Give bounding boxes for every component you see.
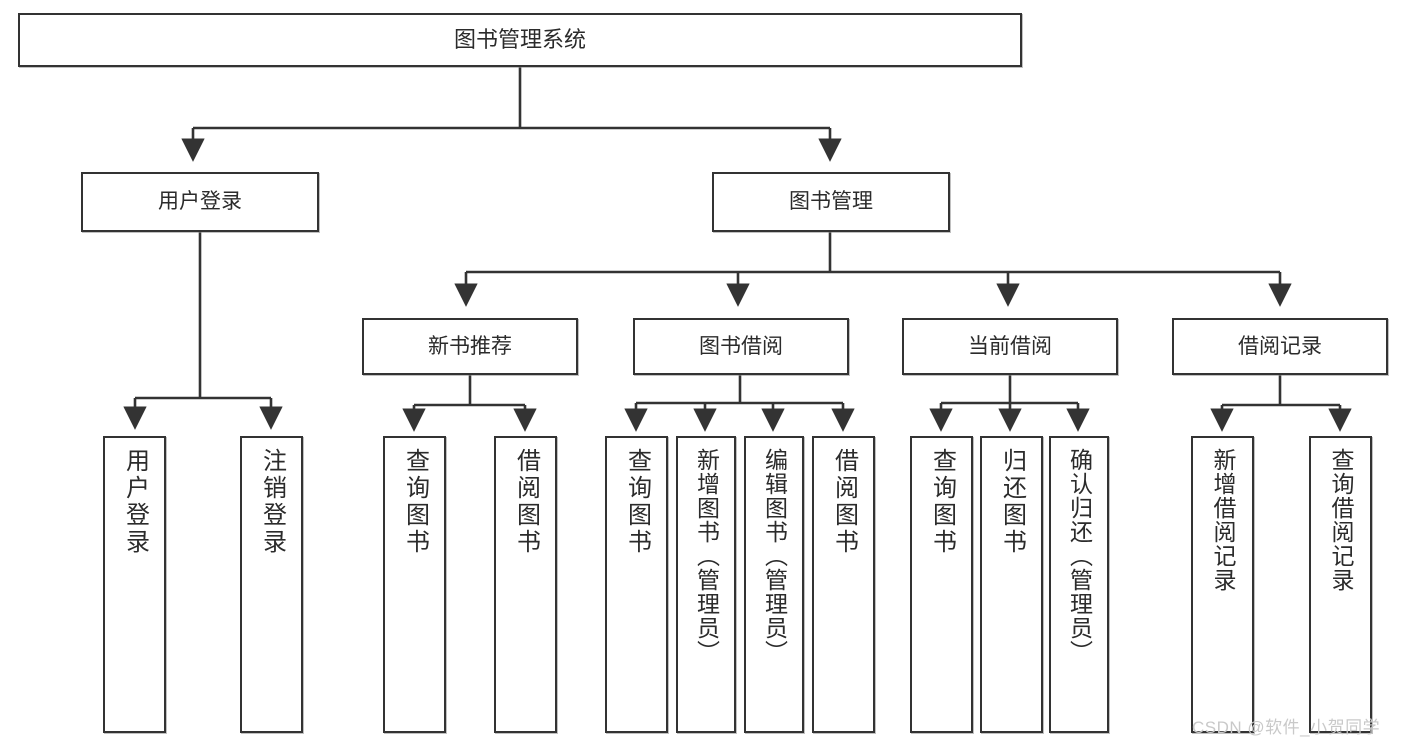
node-label: 当前借阅 [968, 334, 1052, 358]
node-label: 借阅图书 [830, 448, 858, 556]
node-new-book-recommend[interactable]: 新书推荐 [362, 318, 578, 375]
node-label: 借阅图书 [512, 448, 540, 556]
node-label: 借阅记录 [1238, 334, 1322, 358]
node-label: 查询图书 [928, 448, 956, 556]
node-label: 确认归还（管理员） [1066, 448, 1093, 664]
leaf-borrow-book-borrow[interactable]: 借阅图书 [812, 436, 875, 733]
leaf-query-book-current[interactable]: 查询图书 [910, 436, 973, 733]
node-label: 新书推荐 [428, 334, 512, 358]
leaf-confirm-return-admin[interactable]: 确认归还（管理员） [1049, 436, 1109, 733]
leaf-query-book-borrow[interactable]: 查询图书 [605, 436, 668, 733]
node-label: 新增借阅记录 [1210, 448, 1236, 592]
csdn-watermark: CSDN @软件_小贺同学 [1192, 718, 1381, 737]
leaf-logout-login[interactable]: 注销登录 [240, 436, 303, 733]
node-user-login[interactable]: 用户登录 [81, 172, 319, 232]
node-label: 新增图书（管理员） [693, 448, 720, 664]
node-root-book-management-system[interactable]: 图书管理系统 [18, 13, 1022, 67]
leaf-add-borrow-record[interactable]: 新增借阅记录 [1191, 436, 1254, 733]
leaf-borrow-book-recommend[interactable]: 借阅图书 [494, 436, 557, 733]
node-borrow-record[interactable]: 借阅记录 [1172, 318, 1388, 375]
node-label: 编辑图书（管理员） [761, 448, 788, 664]
node-label: 图书借阅 [699, 334, 783, 358]
node-label: 查询图书 [623, 448, 651, 556]
leaf-edit-book-admin[interactable]: 编辑图书（管理员） [744, 436, 804, 733]
leaf-add-book-admin[interactable]: 新增图书（管理员） [676, 436, 736, 733]
node-label: 查询图书 [401, 448, 429, 556]
leaf-return-book[interactable]: 归还图书 [980, 436, 1043, 733]
node-label: 图书管理系统 [453, 26, 586, 52]
leaf-user-login[interactable]: 用户登录 [103, 436, 166, 733]
node-label: 注销登录 [258, 448, 286, 556]
node-book-borrow[interactable]: 图书借阅 [633, 318, 849, 375]
node-label: 用户登录 [121, 448, 149, 556]
node-label: 用户登录 [158, 190, 242, 214]
leaf-query-borrow-record[interactable]: 查询借阅记录 [1309, 436, 1372, 733]
node-label: 图书管理 [789, 190, 873, 214]
node-current-borrow[interactable]: 当前借阅 [902, 318, 1118, 375]
node-book-management[interactable]: 图书管理 [712, 172, 950, 232]
leaf-query-book-recommend[interactable]: 查询图书 [383, 436, 446, 733]
node-label: 归还图书 [998, 448, 1026, 556]
node-label: 查询借阅记录 [1328, 448, 1354, 592]
